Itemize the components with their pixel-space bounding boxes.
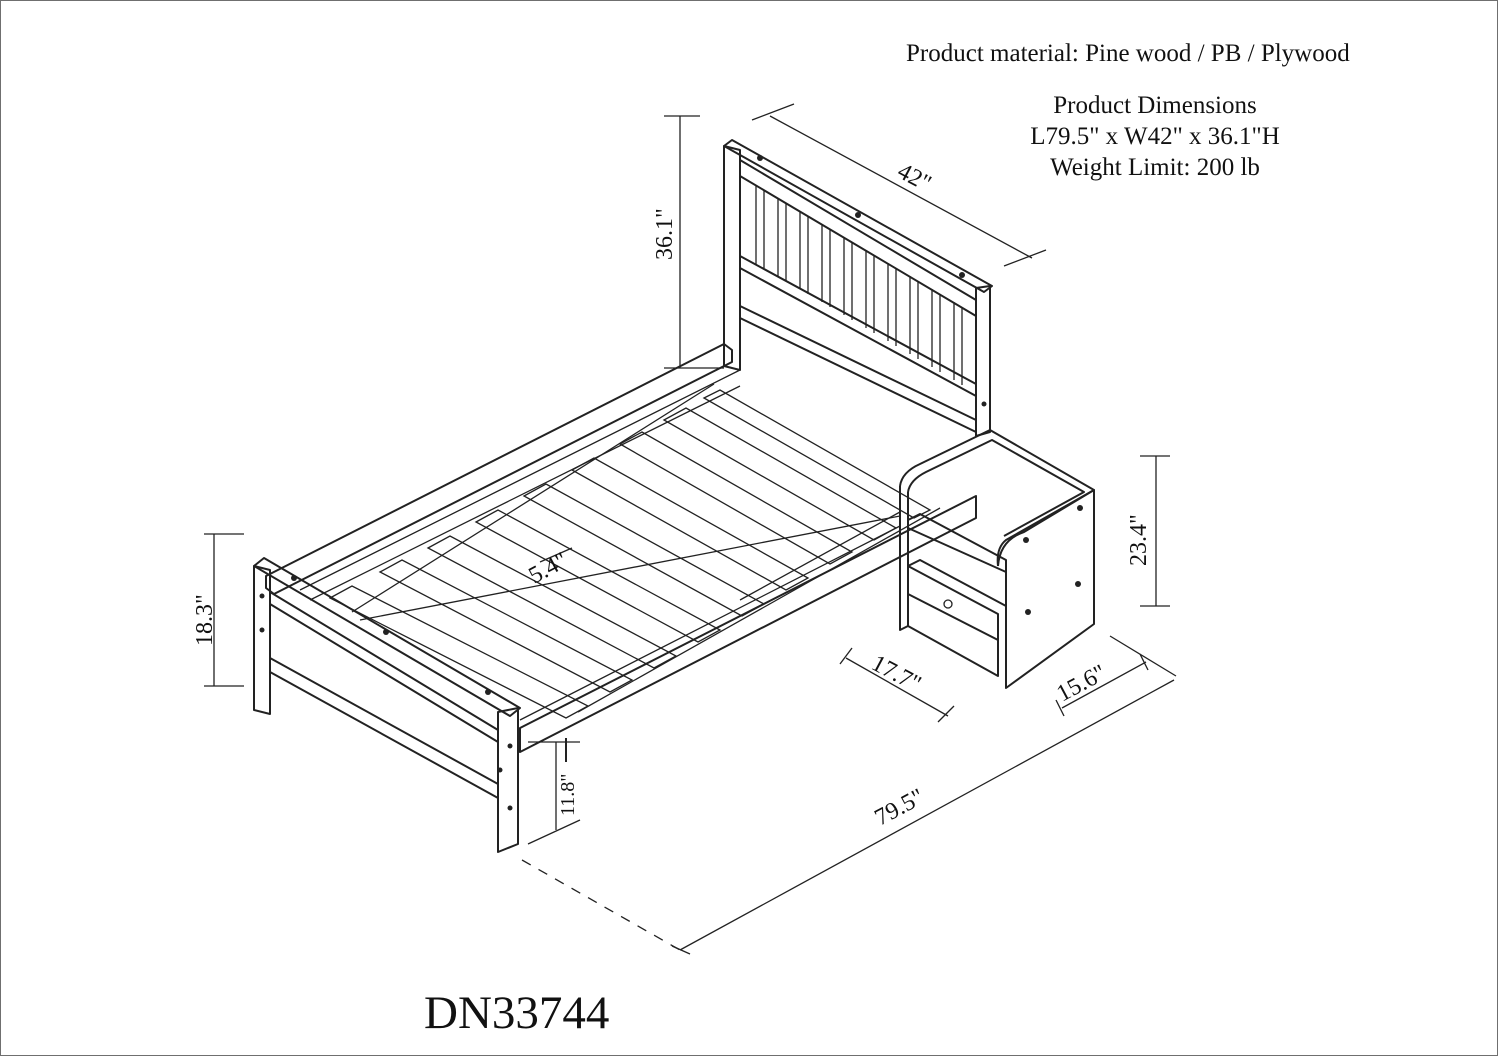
model-number: DN33744 <box>424 987 610 1039</box>
label-nightstand-width: 17.7" <box>867 650 925 697</box>
side-rails <box>265 343 977 753</box>
headboard-top-cap <box>723 139 993 293</box>
label-height: 36.1" <box>652 208 678 260</box>
product-dimensions: Product Dimensions L79.5" x W42" x 36.1"… <box>1000 90 1310 183</box>
nightstand <box>899 429 1095 689</box>
label-clearance: 11.8" <box>557 774 579 816</box>
label-nightstand-depth: 15.6" <box>1053 660 1111 707</box>
headboard <box>723 139 993 437</box>
label-slat-gap: 5.4" <box>525 548 572 590</box>
label-length: 79.5" <box>871 784 929 831</box>
bed-slats <box>328 383 941 719</box>
footboard <box>253 557 567 853</box>
dimension-lines <box>204 103 1177 955</box>
product-material: Product material: Pine wood / PB / Plywo… <box>906 40 1350 67</box>
nightstand-top <box>899 429 1095 567</box>
footboard-right-leg <box>497 707 519 853</box>
weight-limit: Weight Limit: 200 lb <box>1050 154 1260 181</box>
footboard-top-cap <box>253 557 521 717</box>
headboard-middle-rail <box>739 255 977 397</box>
label-footboard-height: 18.3" <box>192 594 218 646</box>
left-side-rail <box>265 343 733 595</box>
footboard-left-leg <box>253 565 271 715</box>
dimensions-size: L79.5" x W42" x 36.1"H <box>1030 123 1280 150</box>
headboard-left-post <box>723 145 741 371</box>
nightstand-side-panel <box>997 489 1095 689</box>
label-nightstand-height: 23.4" <box>1126 514 1152 566</box>
headboard-right-post <box>975 285 991 437</box>
drawer-knob <box>943 599 953 609</box>
headboard-lower-rail <box>739 305 977 433</box>
headboard-slats <box>755 186 963 385</box>
dimensions-title: Product Dimensions <box>1053 92 1257 119</box>
label-width: 42" <box>893 158 935 197</box>
